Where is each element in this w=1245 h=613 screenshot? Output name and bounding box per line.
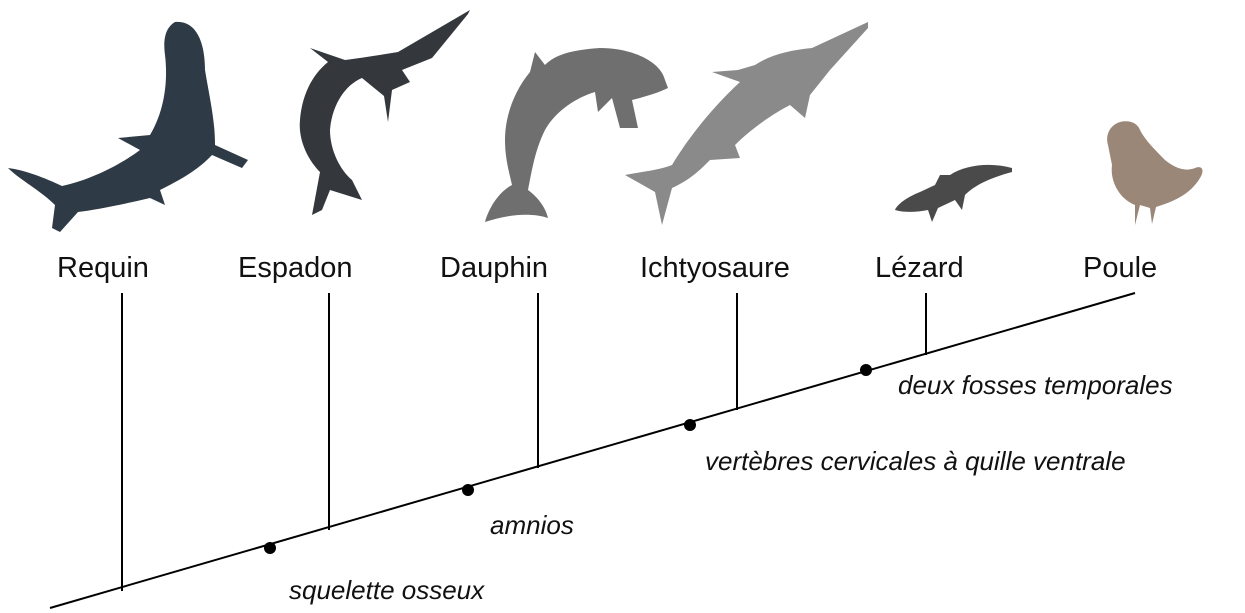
taxon-label-lezard: Lézard (875, 252, 964, 285)
taxon-label-espadon: Espadon (238, 252, 353, 285)
hen-icon (1107, 121, 1202, 225)
taxon-label-dauphin: Dauphin (440, 252, 548, 285)
dolphin-icon (485, 48, 668, 222)
node-vertebres (684, 419, 696, 431)
node-amnios (462, 484, 474, 496)
node-fosses-temporales (860, 364, 872, 376)
taxon-label-ichtyosaure: Ichtyosaure (640, 252, 790, 285)
ichthyosaur-icon (625, 22, 868, 225)
character-label-amnios: amnios (490, 510, 574, 541)
character-label-squelette-osseux: squelette osseux (289, 575, 484, 606)
character-label-fosses-temporales: deux fosses temporales (898, 370, 1173, 401)
taxon-label-requin: Requin (57, 252, 149, 285)
lizard-icon (895, 165, 1012, 222)
swordfish-icon (300, 10, 470, 215)
taxon-label-poule: Poule (1083, 252, 1157, 285)
shark-icon (8, 22, 248, 232)
node-squelette-osseux (264, 542, 276, 554)
character-label-vertebres: vertèbres cervicales à quille ventrale (705, 446, 1126, 477)
